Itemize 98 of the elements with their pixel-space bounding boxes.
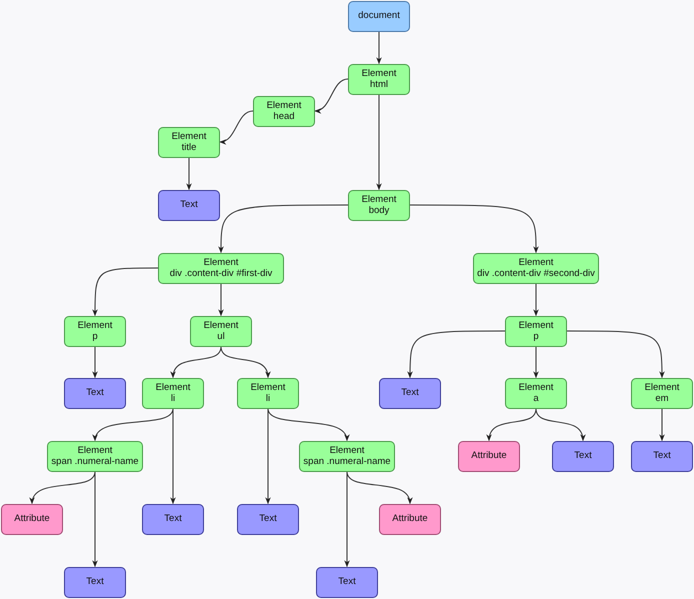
node-box <box>473 252 599 284</box>
arrow <box>376 94 382 190</box>
node-label: Element <box>250 382 286 393</box>
arrow <box>407 330 506 378</box>
node-label: li <box>266 393 270 404</box>
arrow <box>30 471 96 504</box>
arrow <box>410 204 539 254</box>
node-label: Attribute <box>14 513 50 525</box>
arrow <box>218 283 224 316</box>
node-label: Element <box>204 320 238 331</box>
node-box <box>47 440 143 472</box>
node-label: title <box>182 142 196 154</box>
node-box <box>631 378 693 408</box>
node-box <box>631 440 693 472</box>
node-label: Element <box>78 444 112 456</box>
node-box <box>505 378 567 408</box>
node-box <box>237 504 299 534</box>
node-label: p <box>92 331 98 342</box>
node-label: Text <box>574 450 592 462</box>
node-label: p <box>533 331 539 342</box>
node-label: Element <box>518 256 554 268</box>
arrow <box>346 471 412 504</box>
node-label: div .content-div #second-div <box>477 268 595 280</box>
arrow <box>268 408 348 442</box>
node-label: Element <box>204 256 238 268</box>
node-label: head <box>273 111 295 122</box>
node-box <box>552 440 614 472</box>
node-label: document <box>358 10 400 22</box>
node-box <box>158 126 220 158</box>
node-label: div .content-div #first-div <box>170 268 272 280</box>
node-label: Text <box>401 387 419 399</box>
node-box <box>1 504 63 534</box>
node-box <box>142 504 204 534</box>
node-box <box>348 0 410 32</box>
node-label: Element <box>172 130 206 142</box>
arrow <box>314 78 348 113</box>
node-box <box>64 566 126 598</box>
node-label: Text <box>86 387 104 399</box>
node-box <box>379 378 441 408</box>
node-label: Element <box>78 320 112 331</box>
node-box <box>158 190 220 220</box>
node-box <box>379 504 441 534</box>
node-label: Element <box>644 382 680 393</box>
node-box <box>458 440 520 472</box>
node-label: Text <box>653 450 671 462</box>
node-label: Text <box>86 576 104 588</box>
arrow <box>218 204 348 254</box>
arrow <box>487 408 536 442</box>
arrow <box>376 31 382 64</box>
node-box <box>348 64 410 94</box>
node-label: ul <box>217 331 225 342</box>
arrow <box>659 408 665 442</box>
arrow <box>533 283 539 316</box>
node-label: Text <box>164 513 182 525</box>
node-label: Element <box>518 382 554 393</box>
node-label: Attribute <box>392 513 428 525</box>
arrow <box>92 471 98 568</box>
node-box <box>190 316 252 346</box>
node-label: li <box>170 393 176 404</box>
node-box <box>253 96 315 126</box>
arrow <box>92 268 158 316</box>
arrow <box>186 157 192 190</box>
node-label: em <box>655 393 669 404</box>
arrow <box>219 110 254 144</box>
node-label: span .numeral-name <box>51 456 139 468</box>
node-box <box>64 316 126 346</box>
node-box <box>158 252 284 284</box>
node-label: a <box>533 393 539 404</box>
arrow <box>171 346 222 378</box>
node-label: Text <box>338 576 356 588</box>
node-box <box>142 378 204 408</box>
node-box <box>237 378 299 408</box>
node-label: span .numeral-name <box>303 456 391 468</box>
node-label: html <box>370 79 388 90</box>
node-label: Element <box>362 194 396 205</box>
arrow <box>220 346 270 378</box>
arrow <box>94 408 174 442</box>
node-label: Text <box>180 199 198 211</box>
node-box <box>505 316 567 346</box>
node-label: body <box>368 205 390 216</box>
node-label: Text <box>259 513 277 525</box>
arrow <box>566 330 665 378</box>
node-box <box>64 378 126 408</box>
node-label: Element <box>518 320 554 331</box>
arrow <box>170 408 176 504</box>
arrow <box>92 346 98 378</box>
arrow <box>344 471 350 568</box>
node-label: Element <box>266 100 302 111</box>
node-label: Element <box>330 444 364 456</box>
arrow <box>536 408 585 442</box>
arrow <box>533 346 539 378</box>
node-box <box>348 190 410 220</box>
node-label: Element <box>156 382 190 393</box>
node-box <box>299 440 395 472</box>
node-label: Element <box>362 68 396 79</box>
node-box <box>316 566 378 598</box>
arrow <box>265 408 271 504</box>
node-label: Attribute <box>471 450 507 462</box>
